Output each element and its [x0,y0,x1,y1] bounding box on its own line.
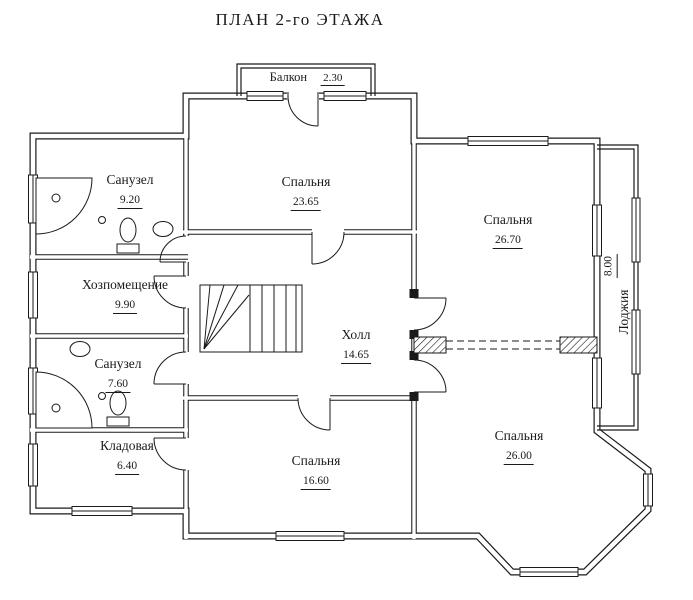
room-area: 26.00 [504,450,534,465]
faucet-icon [98,216,106,224]
door-arc [153,275,187,309]
window [28,443,38,487]
window [631,197,641,263]
beam-dashed-line [446,340,560,350]
door-arc [297,397,331,431]
faucet-icon [98,392,106,400]
room-area: 14.65 [341,349,371,364]
room-name: Хозпомещение [81,277,169,292]
room-area: 8.00 [602,253,618,279]
balcony-outline [236,63,376,96]
door-arc [159,235,187,263]
window [28,271,38,319]
room-name: Санузел [106,172,154,187]
bathtub-icon [35,177,93,235]
door-jamb-blocks [409,289,419,401]
door-arc [413,359,447,393]
window [71,506,133,516]
room-label-loggia-name: Лоджия [616,290,632,335]
window [467,136,549,146]
fixtures [35,177,174,429]
room-area: 2.30 [321,72,345,87]
room-name: Спальня [483,212,533,227]
windows [28,91,653,577]
door-opening [287,91,319,102]
door-arc [287,95,319,127]
room-label-bedroom-bottom: Спальня 16.60 [291,453,341,490]
door-swings [153,95,447,471]
room-area: 26.70 [493,234,523,249]
window [631,309,641,375]
room-label-bathroom-left: Санузел 7.60 [94,356,142,393]
room-area: 6.40 [114,460,140,475]
room-name: Кладовая [100,438,154,453]
room-name: Лоджия [616,289,631,335]
room-area: 16.60 [301,475,331,490]
bathtub-icon [35,371,93,429]
window [275,531,345,541]
window [323,91,367,101]
window [519,567,579,577]
room-label-bedroom-bottom-right: Спальня 26.00 [494,428,544,465]
room-name: Балкон [269,70,308,84]
room-label-utility: Хозпомещение 9.90 [82,277,168,314]
room-name: Санузел [94,356,142,371]
room-label-storage: Кладовая 6.40 [100,438,154,475]
door-arc [413,297,447,331]
staircase [199,284,303,353]
room-area: 23.65 [291,196,321,211]
room-label-hall: Холл 14.65 [341,327,371,364]
door-arc [311,231,345,265]
door-arc [153,437,187,471]
window [592,357,602,409]
room-label-loggia-area: 8.00 [599,253,618,279]
toilet-icon [106,390,130,427]
window [246,91,284,101]
page-title: ПЛАН 2-го ЭТАЖА [215,10,385,29]
door-arc [153,351,187,385]
sink-icon [69,341,91,357]
window [643,473,653,507]
room-name: Спальня [494,428,544,443]
sink-icon [152,221,174,237]
room-area: 7.60 [105,378,131,393]
room-name: Холл [341,327,371,342]
loggia-outline [597,144,639,431]
room-name: Спальня [281,174,331,189]
room-label-bathroom-top: Санузел 9.20 [106,172,154,209]
room-area: 9.90 [112,299,138,314]
room-label-bedroom-right: Спальня 26.70 [483,212,533,249]
room-label-bedroom-top: Спальня 23.65 [281,174,331,211]
room-name: Спальня [291,453,341,468]
toilet-icon [116,217,140,254]
room-label-balcony: Балкон 2.30 [269,70,345,87]
room-area: 9.20 [117,194,143,209]
wall-stub-hatched [413,336,598,354]
window [592,204,602,257]
